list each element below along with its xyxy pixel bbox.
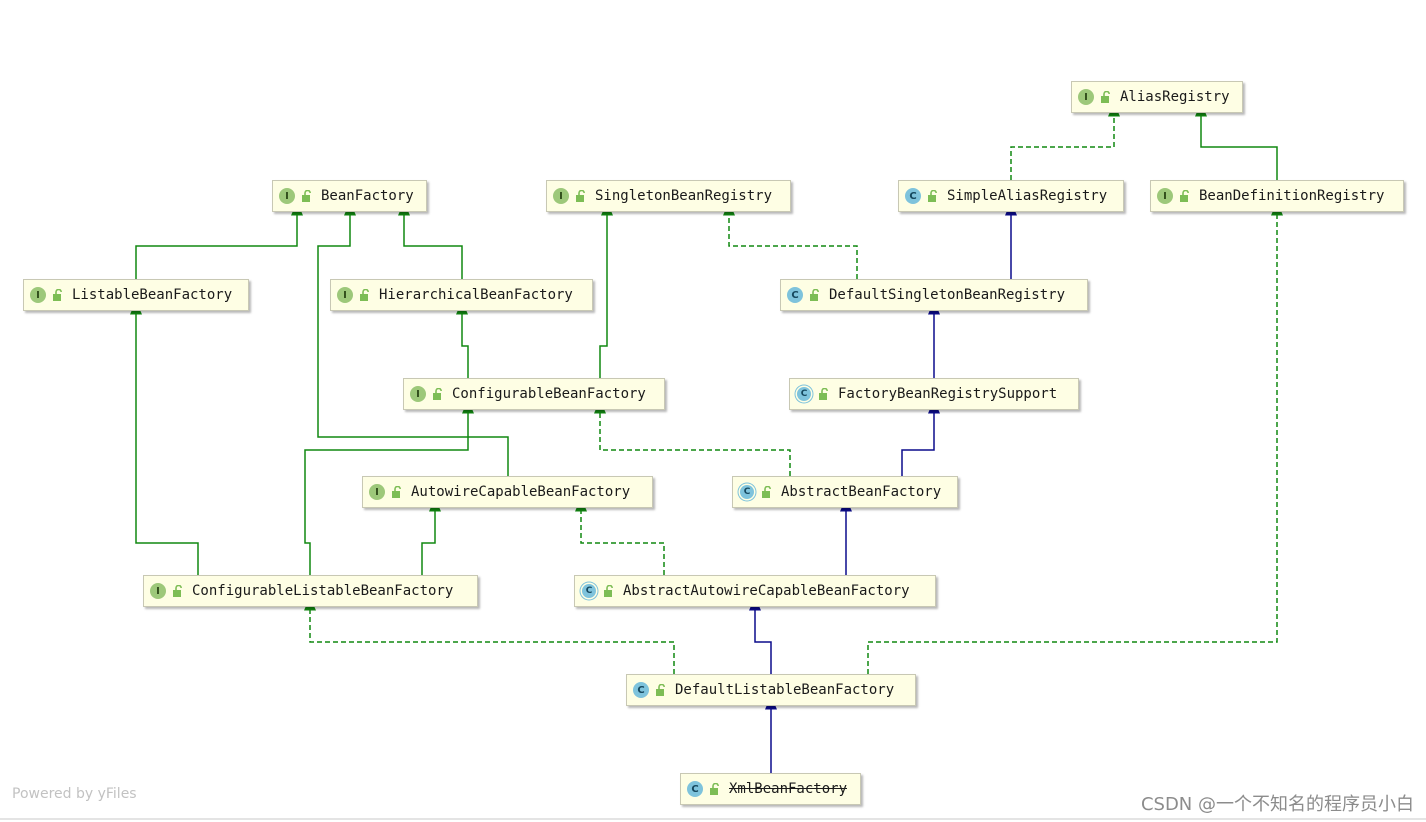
node-label: SimpleAliasRegistry	[947, 188, 1108, 204]
node-hierarchical[interactable]: I HierarchicalBeanFactory	[330, 279, 593, 311]
node-label: ListableBeanFactory	[72, 287, 233, 303]
public-visibility-icon	[52, 288, 64, 301]
public-visibility-icon	[432, 387, 444, 400]
public-visibility-icon	[1100, 90, 1112, 103]
interface-badge-icon: I	[150, 583, 166, 599]
node-label: DefaultListableBeanFactory	[675, 682, 895, 698]
node-label: SingletonBeanRegistry	[595, 188, 773, 204]
public-visibility-icon	[709, 782, 721, 795]
interface-badge-icon: I	[553, 188, 569, 204]
node-conflistable[interactable]: I ConfigurableListableBeanFactory	[143, 575, 478, 607]
public-visibility-icon	[172, 584, 184, 597]
class-badge-icon: C	[787, 287, 803, 303]
node-label: XmlBeanFactory	[729, 781, 848, 797]
node-absautowire[interactable]: C AbstractAutowireCapableBeanFactory	[574, 575, 936, 607]
node-abstractbf[interactable]: C AbstractBeanFactory	[732, 476, 958, 508]
node-label: AutowireCapableBeanFactory	[411, 484, 631, 500]
node-label: ConfigurableBeanFactory	[452, 386, 646, 402]
node-beanfactory[interactable]: I BeanFactory	[272, 180, 427, 212]
edge-deflistable-to-conflistable	[304, 596, 675, 674]
edge-absautowire-to-autowirecap	[575, 497, 665, 575]
edge-configurable-to-hierarchical	[456, 300, 469, 378]
bottom-divider	[0, 818, 1426, 820]
edge-layer	[130, 102, 1283, 773]
public-visibility-icon	[359, 288, 371, 301]
public-visibility-icon	[1179, 189, 1191, 202]
public-visibility-icon	[655, 683, 667, 696]
node-alias[interactable]: I AliasRegistry	[1071, 81, 1243, 113]
interface-badge-icon: I	[1078, 89, 1094, 105]
public-visibility-icon	[301, 189, 313, 202]
node-label: AbstractBeanFactory	[781, 484, 942, 500]
edge-abstractbf-to-fbrsupport	[901, 399, 940, 476]
edge-beandefreg-to-alias	[1195, 102, 1278, 180]
abstract-badge-icon: C	[740, 485, 754, 499]
edge-deflistable-to-absautowire	[749, 596, 772, 674]
public-visibility-icon	[391, 485, 403, 498]
public-visibility-icon	[927, 189, 939, 202]
interface-badge-icon: I	[369, 484, 385, 500]
edge-abstractbf-to-configurable	[594, 399, 791, 476]
edge-conflistable-to-listable	[130, 300, 199, 575]
edge-hierarchical-to-beanfactory	[398, 201, 463, 279]
node-singletonreg[interactable]: I SingletonBeanRegistry	[546, 180, 791, 212]
class-badge-icon: C	[905, 188, 921, 204]
node-label: BeanDefinitionRegistry	[1199, 188, 1385, 204]
public-visibility-icon	[603, 584, 615, 597]
public-visibility-icon	[761, 485, 773, 498]
edge-conflistable-to-configurable	[304, 399, 474, 575]
node-beandefreg[interactable]: I BeanDefinitionRegistry	[1150, 180, 1404, 212]
interface-badge-icon: I	[337, 287, 353, 303]
node-fbrsupport[interactable]: C FactoryBeanRegistrySupport	[789, 378, 1079, 410]
public-visibility-icon	[575, 189, 587, 202]
class-badge-icon: C	[687, 781, 703, 797]
interface-badge-icon: I	[1157, 188, 1173, 204]
class-badge-icon: C	[633, 682, 649, 698]
node-label: HierarchicalBeanFactory	[379, 287, 573, 303]
abstract-badge-icon: C	[797, 387, 811, 401]
node-label: BeanFactory	[321, 188, 414, 204]
interface-badge-icon: I	[279, 188, 295, 204]
edge-deflistable-to-beandefreg	[867, 201, 1283, 674]
interface-badge-icon: I	[30, 287, 46, 303]
node-autowirecap[interactable]: I AutowireCapableBeanFactory	[362, 476, 653, 508]
node-listable[interactable]: I ListableBeanFactory	[23, 279, 249, 311]
edge-conflistable-to-autowirecap	[421, 497, 441, 575]
node-label: AliasRegistry	[1120, 89, 1230, 105]
node-label: FactoryBeanRegistrySupport	[838, 386, 1058, 402]
node-label: ConfigurableListableBeanFactory	[192, 583, 454, 599]
node-xmlbf[interactable]: C XmlBeanFactory	[680, 773, 861, 805]
interface-badge-icon: I	[410, 386, 426, 402]
edge-autowirecap-to-beanfactory	[317, 201, 509, 476]
edge-configurable-to-singletonreg	[599, 201, 613, 378]
node-simplealias[interactable]: C SimpleAliasRegistry	[898, 180, 1124, 212]
node-deflistable[interactable]: C DefaultListableBeanFactory	[626, 674, 916, 706]
node-defsingleton[interactable]: C DefaultSingletonBeanRegistry	[780, 279, 1088, 311]
abstract-badge-icon: C	[582, 584, 596, 598]
edge-defsingleton-to-singletonreg	[723, 201, 858, 279]
node-label: DefaultSingletonBeanRegistry	[829, 287, 1066, 303]
public-visibility-icon	[818, 387, 830, 400]
edge-simplealias-to-alias	[1010, 102, 1120, 180]
edge-listable-to-beanfactory	[135, 201, 303, 279]
csdn-watermark: CSDN @一个不知名的程序员小白	[1140, 794, 1414, 815]
public-visibility-icon	[809, 288, 821, 301]
node-configurable[interactable]: I ConfigurableBeanFactory	[403, 378, 665, 410]
node-label: AbstractAutowireCapableBeanFactory	[623, 583, 910, 599]
powered-by-label: Powered by yFiles	[12, 786, 137, 802]
